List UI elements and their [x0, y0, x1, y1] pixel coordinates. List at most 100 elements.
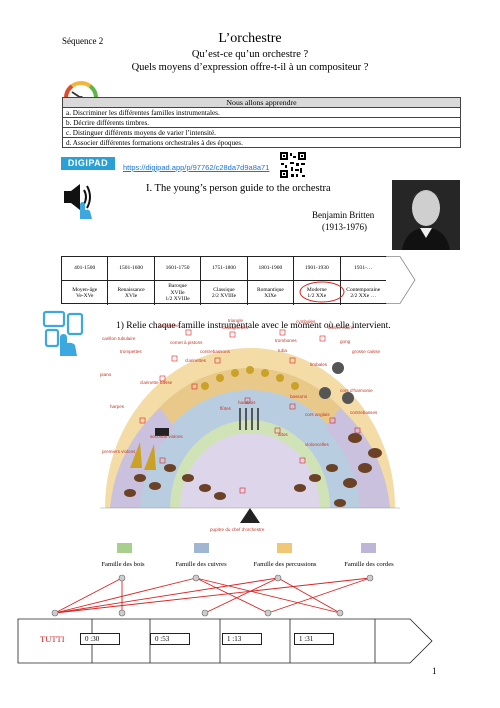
- era-name: Romantique: [256, 286, 284, 293]
- label-timbales: timbales: [310, 362, 328, 367]
- label-violoncelles: violoncelles: [305, 442, 329, 447]
- exercise-instruction: 1) Relie chaque famille instrumentale av…: [116, 321, 391, 331]
- label-trompettes: trompettes: [120, 349, 142, 354]
- era-century: 1/2 XXe: [307, 293, 327, 299]
- piece-title: I. The young’s person guide to the orche…: [146, 183, 331, 194]
- era-name: Baroque: [168, 283, 187, 290]
- portrait-image: [392, 180, 460, 250]
- label-cors: cors d’harmonie: [340, 388, 373, 393]
- digipad-link[interactable]: https://digipad.app/p/97762/c28da7d9a8a7…: [123, 163, 270, 172]
- label-carillon: carillon tubulaire: [102, 336, 136, 341]
- objective-item: b. Décrire différents timbres.: [62, 117, 461, 128]
- page-title: L’orchestre: [218, 31, 282, 46]
- label-trombones: trombones: [275, 338, 297, 343]
- question-1: Qu’est-ce qu’un orchestre ?: [191, 49, 309, 60]
- objective-item: a. Discriminer les différentes familles …: [62, 107, 461, 118]
- matching-lines: [17, 574, 433, 664]
- family-label-bois: Famille des bois: [101, 561, 145, 568]
- label-piano: piano: [100, 372, 112, 377]
- objective-item: d. Associer différentes formations orche…: [62, 137, 461, 148]
- label-cors-anglais: cors anglais: [305, 412, 330, 417]
- label-cymbales: cymbales: [296, 319, 316, 324]
- objective-item: c. Distinguer différents moyens de varie…: [62, 127, 461, 138]
- composer-dates: (1913-1976): [322, 222, 367, 232]
- period-year: 1931-…: [354, 265, 373, 272]
- timestamp: 1 :13: [222, 633, 262, 645]
- era-name: Contemporaine: [346, 286, 381, 293]
- timestamp: 1 :31: [294, 633, 334, 645]
- legend-swatch-percussions: [277, 543, 292, 553]
- label-caisse-claire: caisse claire: [328, 325, 354, 330]
- era-century: 2/2 XXe …: [350, 293, 377, 299]
- periods-timeline: 401-1500 1501-1600 1601-1750 1751-1800 1…: [61, 256, 387, 305]
- era-century: Ve-XVe: [76, 293, 94, 299]
- family-label-cuivres: Famille des cuivres: [175, 561, 227, 568]
- label-harpes: harpes: [110, 404, 125, 409]
- label-grosse-caisse: grosse caisse: [352, 349, 381, 354]
- label-contrebassons: contrebassons: [200, 349, 231, 354]
- era-century: 2/2 XVIIIe: [211, 293, 237, 299]
- label-triangle: triangle: [228, 318, 244, 323]
- period-year: 1501-1600: [108, 257, 155, 280]
- family-label-percussions: Famille des percussions: [253, 561, 317, 568]
- label-altos: altos: [278, 432, 288, 437]
- period-years-row: 401-1500 1501-1600 1601-1750 1751-1800 1…: [62, 257, 386, 281]
- label-xylophone: xylophone: [158, 323, 179, 328]
- period-year: 1901-1930: [294, 257, 341, 280]
- objectives-heading: Nous allons apprendre: [62, 97, 461, 108]
- label-cornet: cornet à pistons: [170, 340, 203, 345]
- period-year: 1751-1800: [201, 257, 248, 280]
- period-year: 401-1500: [62, 257, 109, 280]
- composer-portrait: [392, 180, 460, 250]
- label-contrebasses: contrebasses: [350, 410, 378, 415]
- legend-swatch-bois: [117, 543, 132, 553]
- era-century: XVIIe: [170, 289, 185, 296]
- tablet-touch-icon: [42, 310, 84, 356]
- timestamp: 0 :53: [150, 633, 190, 645]
- era-name: Moyen-âge: [72, 286, 98, 293]
- label-tuba: tuba: [278, 348, 287, 353]
- periods-arrow-tip: [386, 256, 416, 304]
- label-premiers-violons: premiers violons: [102, 449, 136, 454]
- page-number: 1: [432, 666, 437, 676]
- modern-era-circle: [299, 281, 345, 303]
- period-year: 1601-1750: [155, 257, 202, 280]
- question-2: Quels moyens d’expression offre-t-il à u…: [131, 62, 369, 73]
- tutti-label: TUTTI: [40, 634, 65, 644]
- speaker-icon[interactable]: [62, 181, 98, 221]
- legend-swatch-cordes: [361, 543, 376, 553]
- label-seconds-violons: seconds violons: [150, 434, 183, 439]
- sequence-label: Séquence 2: [62, 36, 104, 46]
- composer-name: Benjamin Britten: [312, 210, 375, 220]
- label-clarinettes: clarinettes: [185, 358, 207, 363]
- label-castagnettes: castagnettes: [222, 325, 249, 330]
- label-clarinette-basse: clarinette basse: [140, 380, 173, 385]
- qr-code-icon[interactable]: [279, 151, 307, 179]
- label-flutes: flûtes: [220, 406, 232, 411]
- label-pupitre: pupitre du chef d’orchestre: [210, 527, 265, 532]
- legend-swatch-cuivres: [194, 543, 209, 553]
- timestamp: 0 :30: [80, 633, 120, 645]
- label-hautbois: hautbois: [238, 400, 256, 405]
- era-century: 1/2 XVIIIe: [165, 296, 190, 303]
- era-name: Renaissance: [117, 286, 145, 293]
- period-year: 1801-1900: [248, 257, 295, 280]
- orchestra-seating-diagram: xylophone triangle castagnettes cymbales…: [100, 318, 400, 532]
- objectives-table: Nous allons apprendre a. Discriminer les…: [62, 97, 461, 148]
- era-century: XVIe: [125, 293, 138, 299]
- digipad-badge: DIGIPAD: [61, 157, 115, 170]
- era-name: Classique: [213, 286, 235, 293]
- label-gong: gong: [340, 339, 351, 344]
- label-bassons: bassons: [290, 394, 308, 399]
- era-century: XIXe: [264, 293, 277, 299]
- family-label-cordes: Famille des cordes: [344, 561, 394, 568]
- era-name: Moderne: [306, 286, 327, 293]
